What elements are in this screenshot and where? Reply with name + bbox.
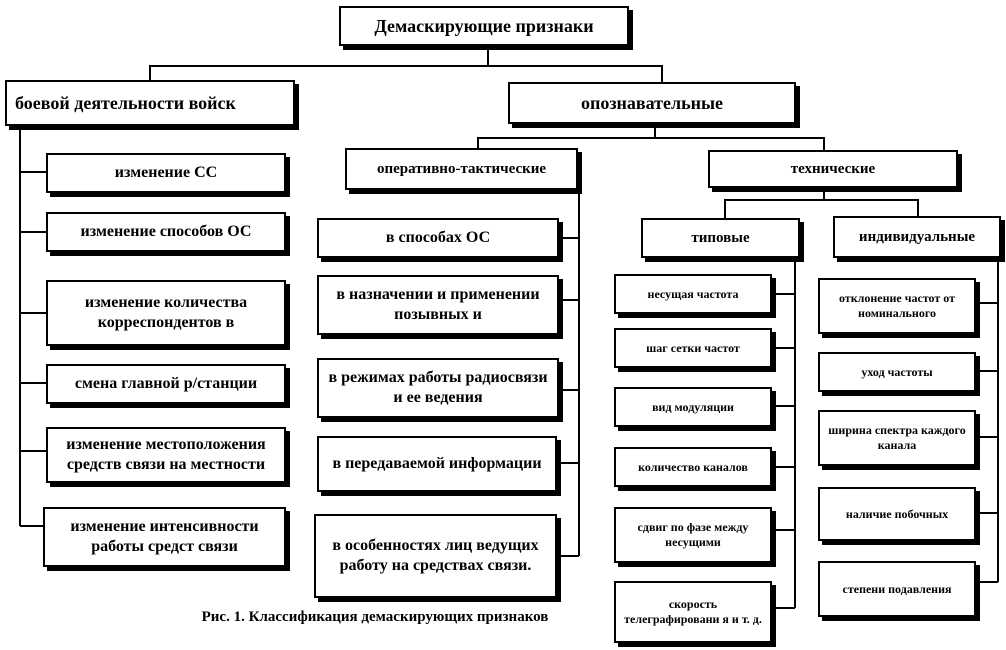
- root-node: Демаскирующие признаки: [339, 6, 629, 46]
- operational-item: в особенностях лиц ведущих работу на сре…: [314, 514, 557, 598]
- combat-item: изменение интенсивности работы средст св…: [43, 507, 286, 567]
- combat-activity-node: боевой деятельности войск: [5, 80, 295, 126]
- combat-item: изменение количества корреспондентов в: [46, 280, 286, 346]
- individual-item: наличие побочных: [818, 487, 976, 541]
- typical-item: шаг сетки частот: [614, 328, 772, 368]
- operational-item: в способах ОС: [317, 218, 559, 258]
- operational-item: в назначении и применении позывных и: [317, 275, 559, 335]
- individual-item: ширина спектра каждого канала: [818, 410, 976, 466]
- typical-item: скорость телеграфировани я и т. д.: [614, 581, 772, 643]
- operational-tactical-node: оперативно-тактические: [345, 148, 578, 190]
- typical-item: вид модуляции: [614, 387, 772, 427]
- technical-node: технические: [708, 150, 958, 188]
- individual-item: степени подавления: [818, 561, 976, 617]
- individual-item: уход частоты: [818, 352, 976, 392]
- typical-item: несущая частота: [614, 274, 772, 314]
- operational-item: в режимах работы радиосвязи и ее ведения: [317, 358, 559, 418]
- individual-node: индивидуальные: [833, 216, 1001, 258]
- combat-item: изменение способов ОС: [46, 212, 286, 252]
- combat-item: изменение местоположения средств связи н…: [46, 427, 286, 483]
- identifying-node: опознавательные: [508, 82, 796, 124]
- combat-item: изменение СС: [46, 153, 286, 193]
- individual-item: отклонение частот от номинального: [818, 278, 976, 334]
- typical-node: типовые: [641, 218, 800, 258]
- typical-item: количество каналов: [614, 447, 772, 487]
- typical-item: сдвиг по фазе между несущими: [614, 507, 772, 563]
- operational-item: в передаваемой информации: [317, 436, 557, 492]
- figure-caption: Рис. 1. Классификация демаскирующих приз…: [201, 609, 549, 625]
- combat-item: смена главной р/станции: [46, 364, 286, 404]
